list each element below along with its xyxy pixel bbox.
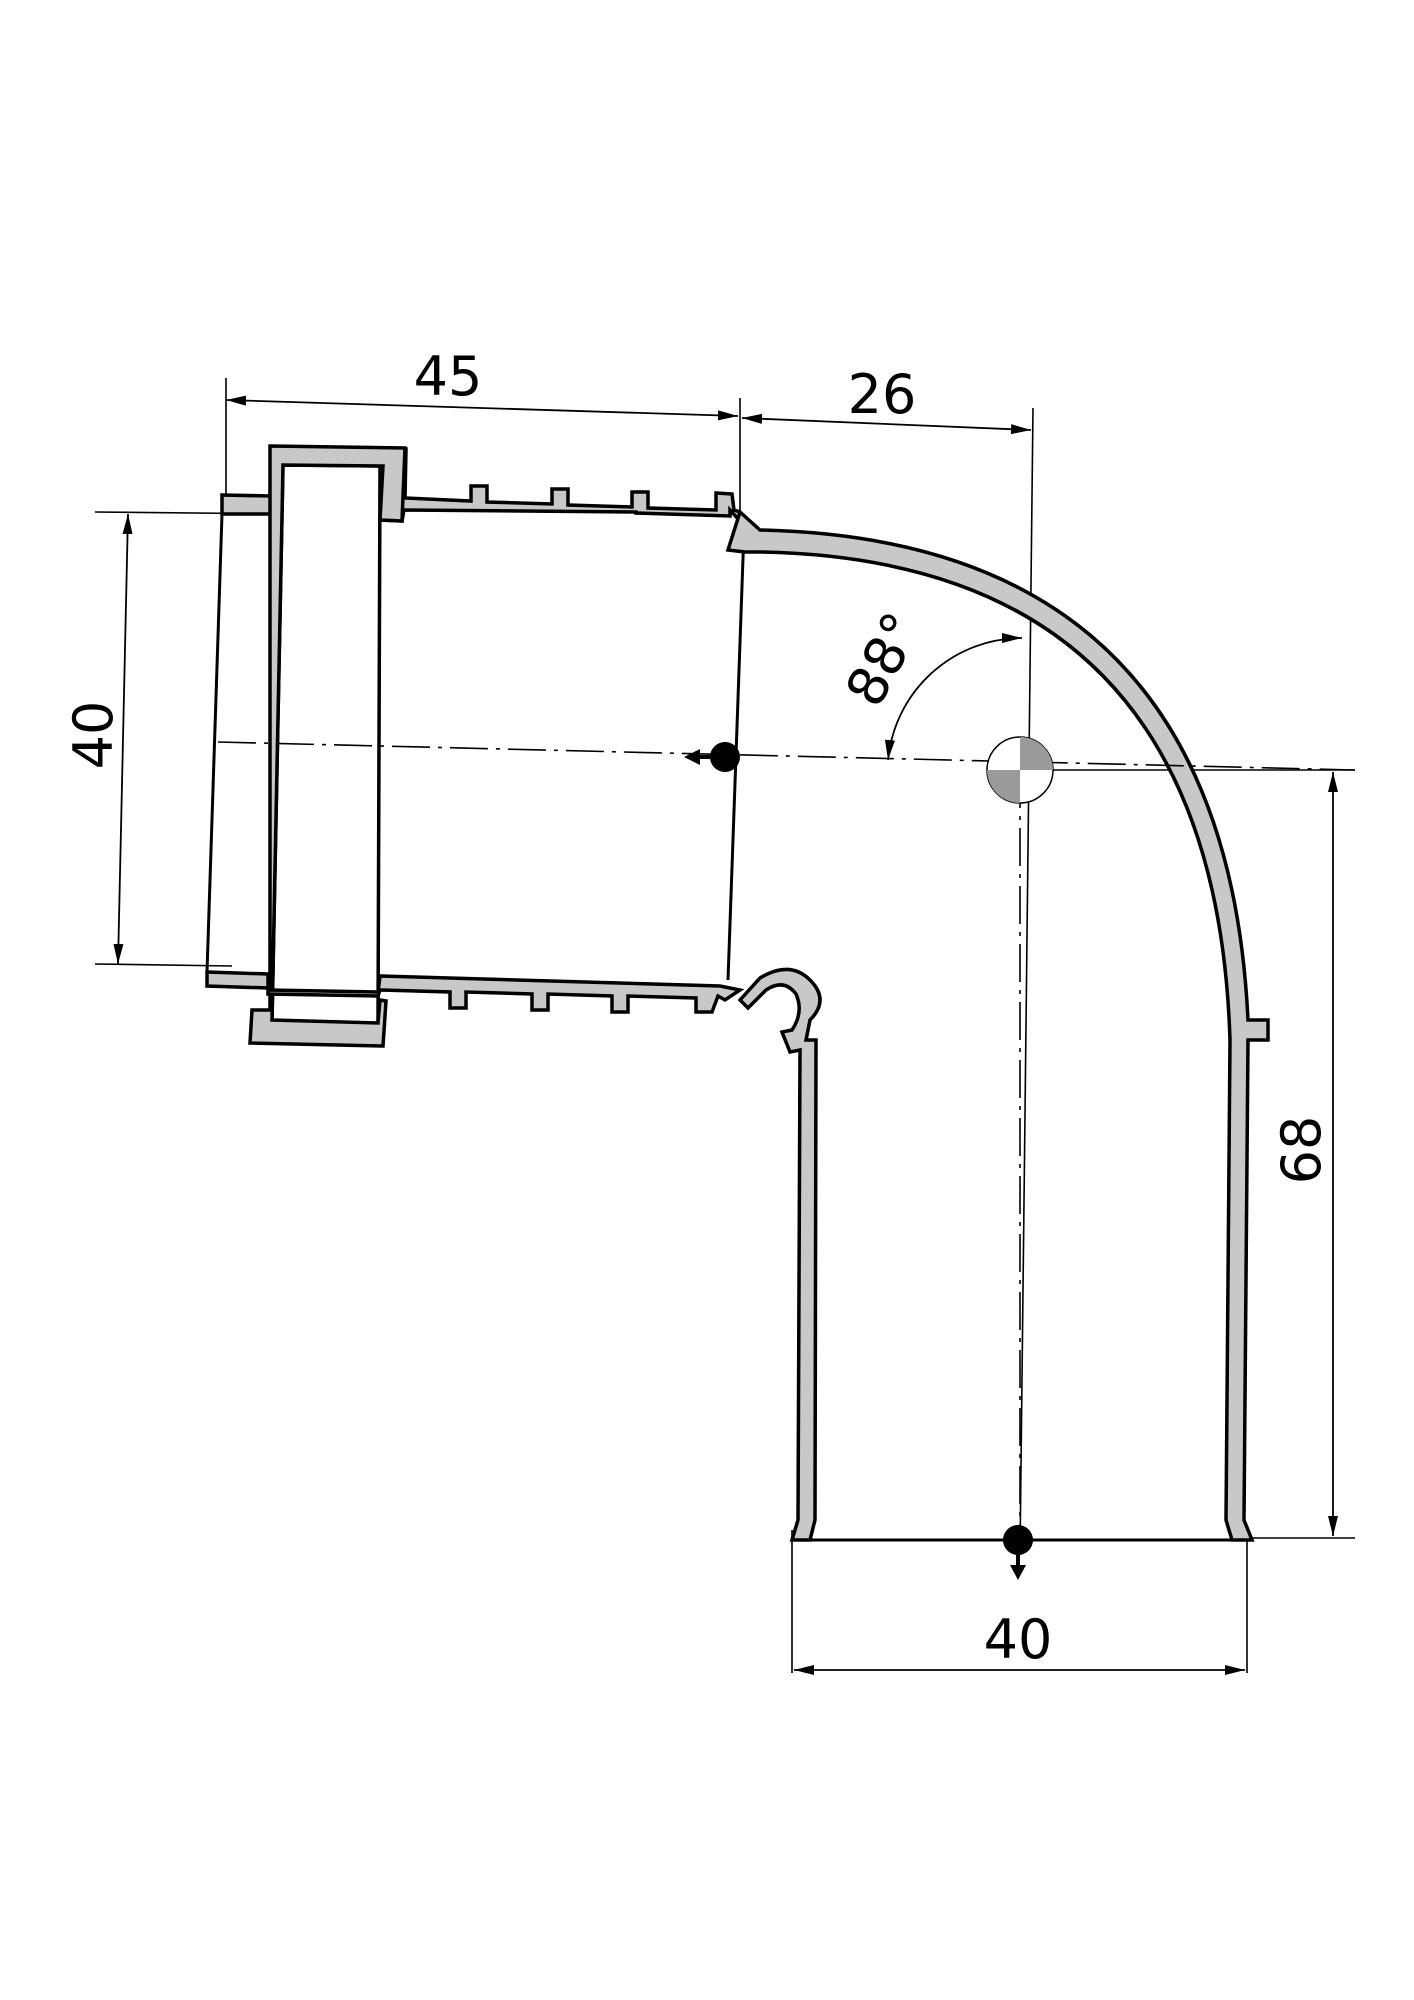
dim-offset-label: 26 — [848, 363, 917, 426]
socket-body — [205, 444, 762, 1048]
bend-body — [725, 508, 1270, 1542]
dim-offset-to-center: 26 — [741, 363, 1032, 435]
dim-leg-height: 68 — [1270, 772, 1338, 1536]
flow-marker-left — [684, 742, 740, 772]
center-lines — [217, 741, 1356, 1540]
dim-spigot-diameter-label: 40 — [984, 1608, 1053, 1671]
dim-spigot-diameter: 40 — [794, 1608, 1245, 1675]
dim-angle: 88° — [833, 602, 1023, 761]
dim-socket-diameter: 40 — [62, 513, 133, 965]
dim-socket-length: 45 — [225, 345, 739, 421]
center-point-symbol — [986, 736, 1054, 804]
dim-leg-height-label: 68 — [1270, 1116, 1333, 1185]
flow-marker-bottom — [1003, 1525, 1033, 1580]
dim-angle-label: 88° — [833, 602, 934, 716]
dim-socket-diameter-label: 40 — [62, 701, 125, 770]
dim-socket-length-label: 45 — [414, 345, 483, 408]
